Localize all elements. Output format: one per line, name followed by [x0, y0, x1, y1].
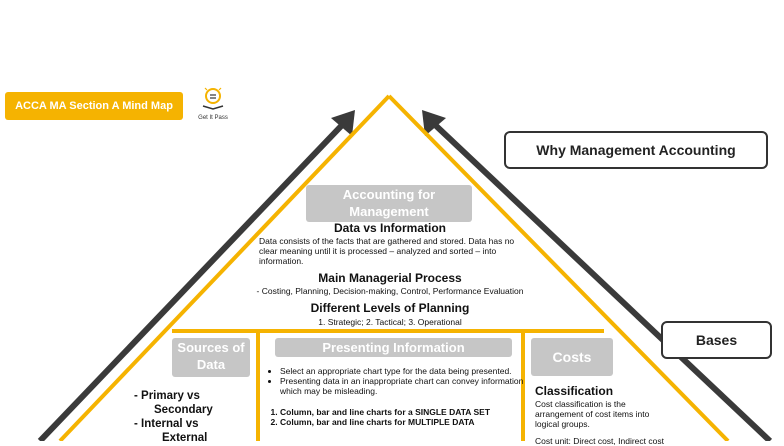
data-vs-information-title: Data vs Information: [333, 221, 447, 235]
mindmap-title-badge: ACCA MA Section A Mind Map: [5, 92, 183, 120]
why-management-accounting-callout[interactable]: Why Management Accounting: [504, 131, 768, 169]
right-arrow-head: [422, 110, 446, 136]
chart-type-item: Column, bar and line charts for MULTIPLE…: [280, 417, 538, 427]
accounting-for-management-header: Accounting for Management: [306, 185, 472, 222]
logo-text: Get It Pass: [198, 115, 228, 121]
presenting-information-header: Presenting Information: [275, 338, 512, 357]
left-arrow-head: [331, 110, 355, 136]
planning-levels-body: 1. Strategic; 2. Tactical; 3. Operationa…: [318, 317, 462, 327]
presenting-bullet: Presenting data in an inappropriate char…: [280, 376, 536, 396]
main-managerial-process-title: Main Managerial Process: [318, 271, 462, 285]
classification-body: Cost classification is the arrangement o…: [535, 399, 650, 429]
right-arrow: [429, 119, 773, 441]
main-managerial-process-body: - Costing, Planning, Decision-making, Co…: [256, 286, 524, 296]
chart-type-item: Column, bar and line charts for a SINGLE…: [280, 407, 538, 417]
sources-list: - Primary vs Secondary - Internal vs Ext…: [134, 389, 252, 445]
lightbulb-book-icon: [202, 87, 224, 110]
left-arrow: [37, 119, 348, 441]
source-item-secondary: Secondary: [154, 404, 213, 416]
costs-header: Costs: [531, 338, 613, 376]
pyramid-left-edge: [58, 94, 391, 441]
presenting-chart-types: Column, bar and line charts for a SINGLE…: [264, 407, 538, 427]
pyramid-right-edge: [387, 94, 730, 441]
planning-levels-title: Different Levels of Planning: [310, 301, 470, 315]
cost-unit-text: Cost unit: Direct cost, Indirect cost: [535, 436, 664, 446]
source-item-primary: - Primary vs: [134, 390, 200, 402]
bases-callout[interactable]: Bases: [661, 321, 772, 359]
get-it-pass-logo: Get It Pass: [193, 86, 233, 121]
source-item-internal: - Internal vs: [134, 418, 199, 430]
source-item-external: External: [162, 432, 208, 444]
data-vs-information-body: Data consists of the facts that are gath…: [259, 236, 515, 266]
sources-of-data-header: Sources of Data: [172, 338, 250, 377]
classification-title: Classification: [535, 384, 614, 398]
presenting-bullets: Select an appropriate chart type for the…: [266, 366, 536, 396]
presenting-bullet: Select an appropriate chart type for the…: [280, 366, 536, 376]
